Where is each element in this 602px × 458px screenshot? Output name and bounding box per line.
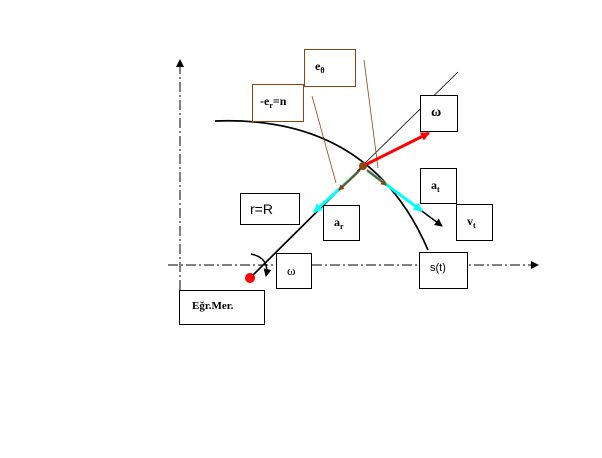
trajectory-curve xyxy=(214,119,429,251)
moving-point xyxy=(359,162,367,170)
label-a-r: ar xyxy=(323,205,360,241)
leader-neg-er xyxy=(311,95,337,184)
label-egr-mer: Eğr.Mer. xyxy=(179,290,265,325)
label-neg-er-n: -er=n xyxy=(252,84,304,122)
label-r-eq-R: r=R xyxy=(240,193,300,225)
label-e-theta: eθ xyxy=(304,49,356,87)
omega-vector xyxy=(362,131,430,168)
label-a-t: at xyxy=(420,168,457,204)
leader-e-theta xyxy=(363,59,379,169)
rotation-arc xyxy=(250,253,272,277)
label-omega-top: ω xyxy=(420,95,458,132)
e-theta-unit-vector xyxy=(366,169,387,186)
center-point xyxy=(245,273,255,283)
label-omega-bottom: ω xyxy=(276,253,312,289)
label-s-t: s(t) xyxy=(419,252,468,289)
neg-er-unit-vector xyxy=(338,169,361,191)
label-v-t: vt xyxy=(456,204,493,241)
tangent-guide-line xyxy=(361,71,459,167)
